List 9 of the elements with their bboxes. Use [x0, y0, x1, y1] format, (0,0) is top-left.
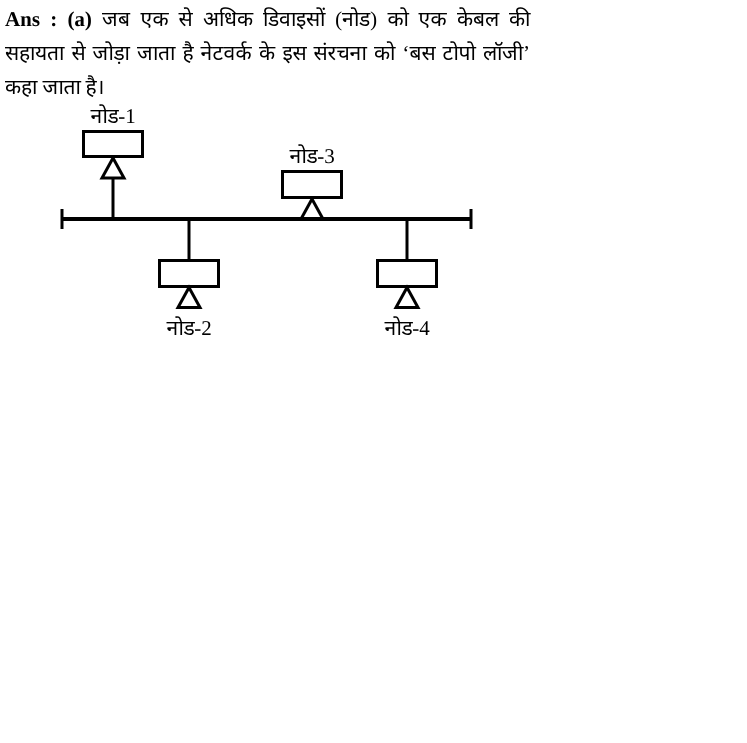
connector-line [188, 221, 190, 259]
bus-cable [62, 217, 471, 221]
node-label: नोड-3 [288, 144, 336, 168]
node-label: नोड-4 [383, 316, 431, 340]
answer-paragraph: Ans : (a) जब एक से अधिक डिवाइसों (नोड) को एक केबल की सहायता से जोड़ा जाता है नेटवर्क के इस संरचना को ‘बस टोपो लॉजी’ कहा जाता है। [5, 6, 530, 101]
connector-line [100, 156, 126, 217]
node-label: नोड-1 [89, 104, 137, 128]
node-label: नोड-2 [165, 316, 213, 340]
connector-line [406, 221, 408, 259]
